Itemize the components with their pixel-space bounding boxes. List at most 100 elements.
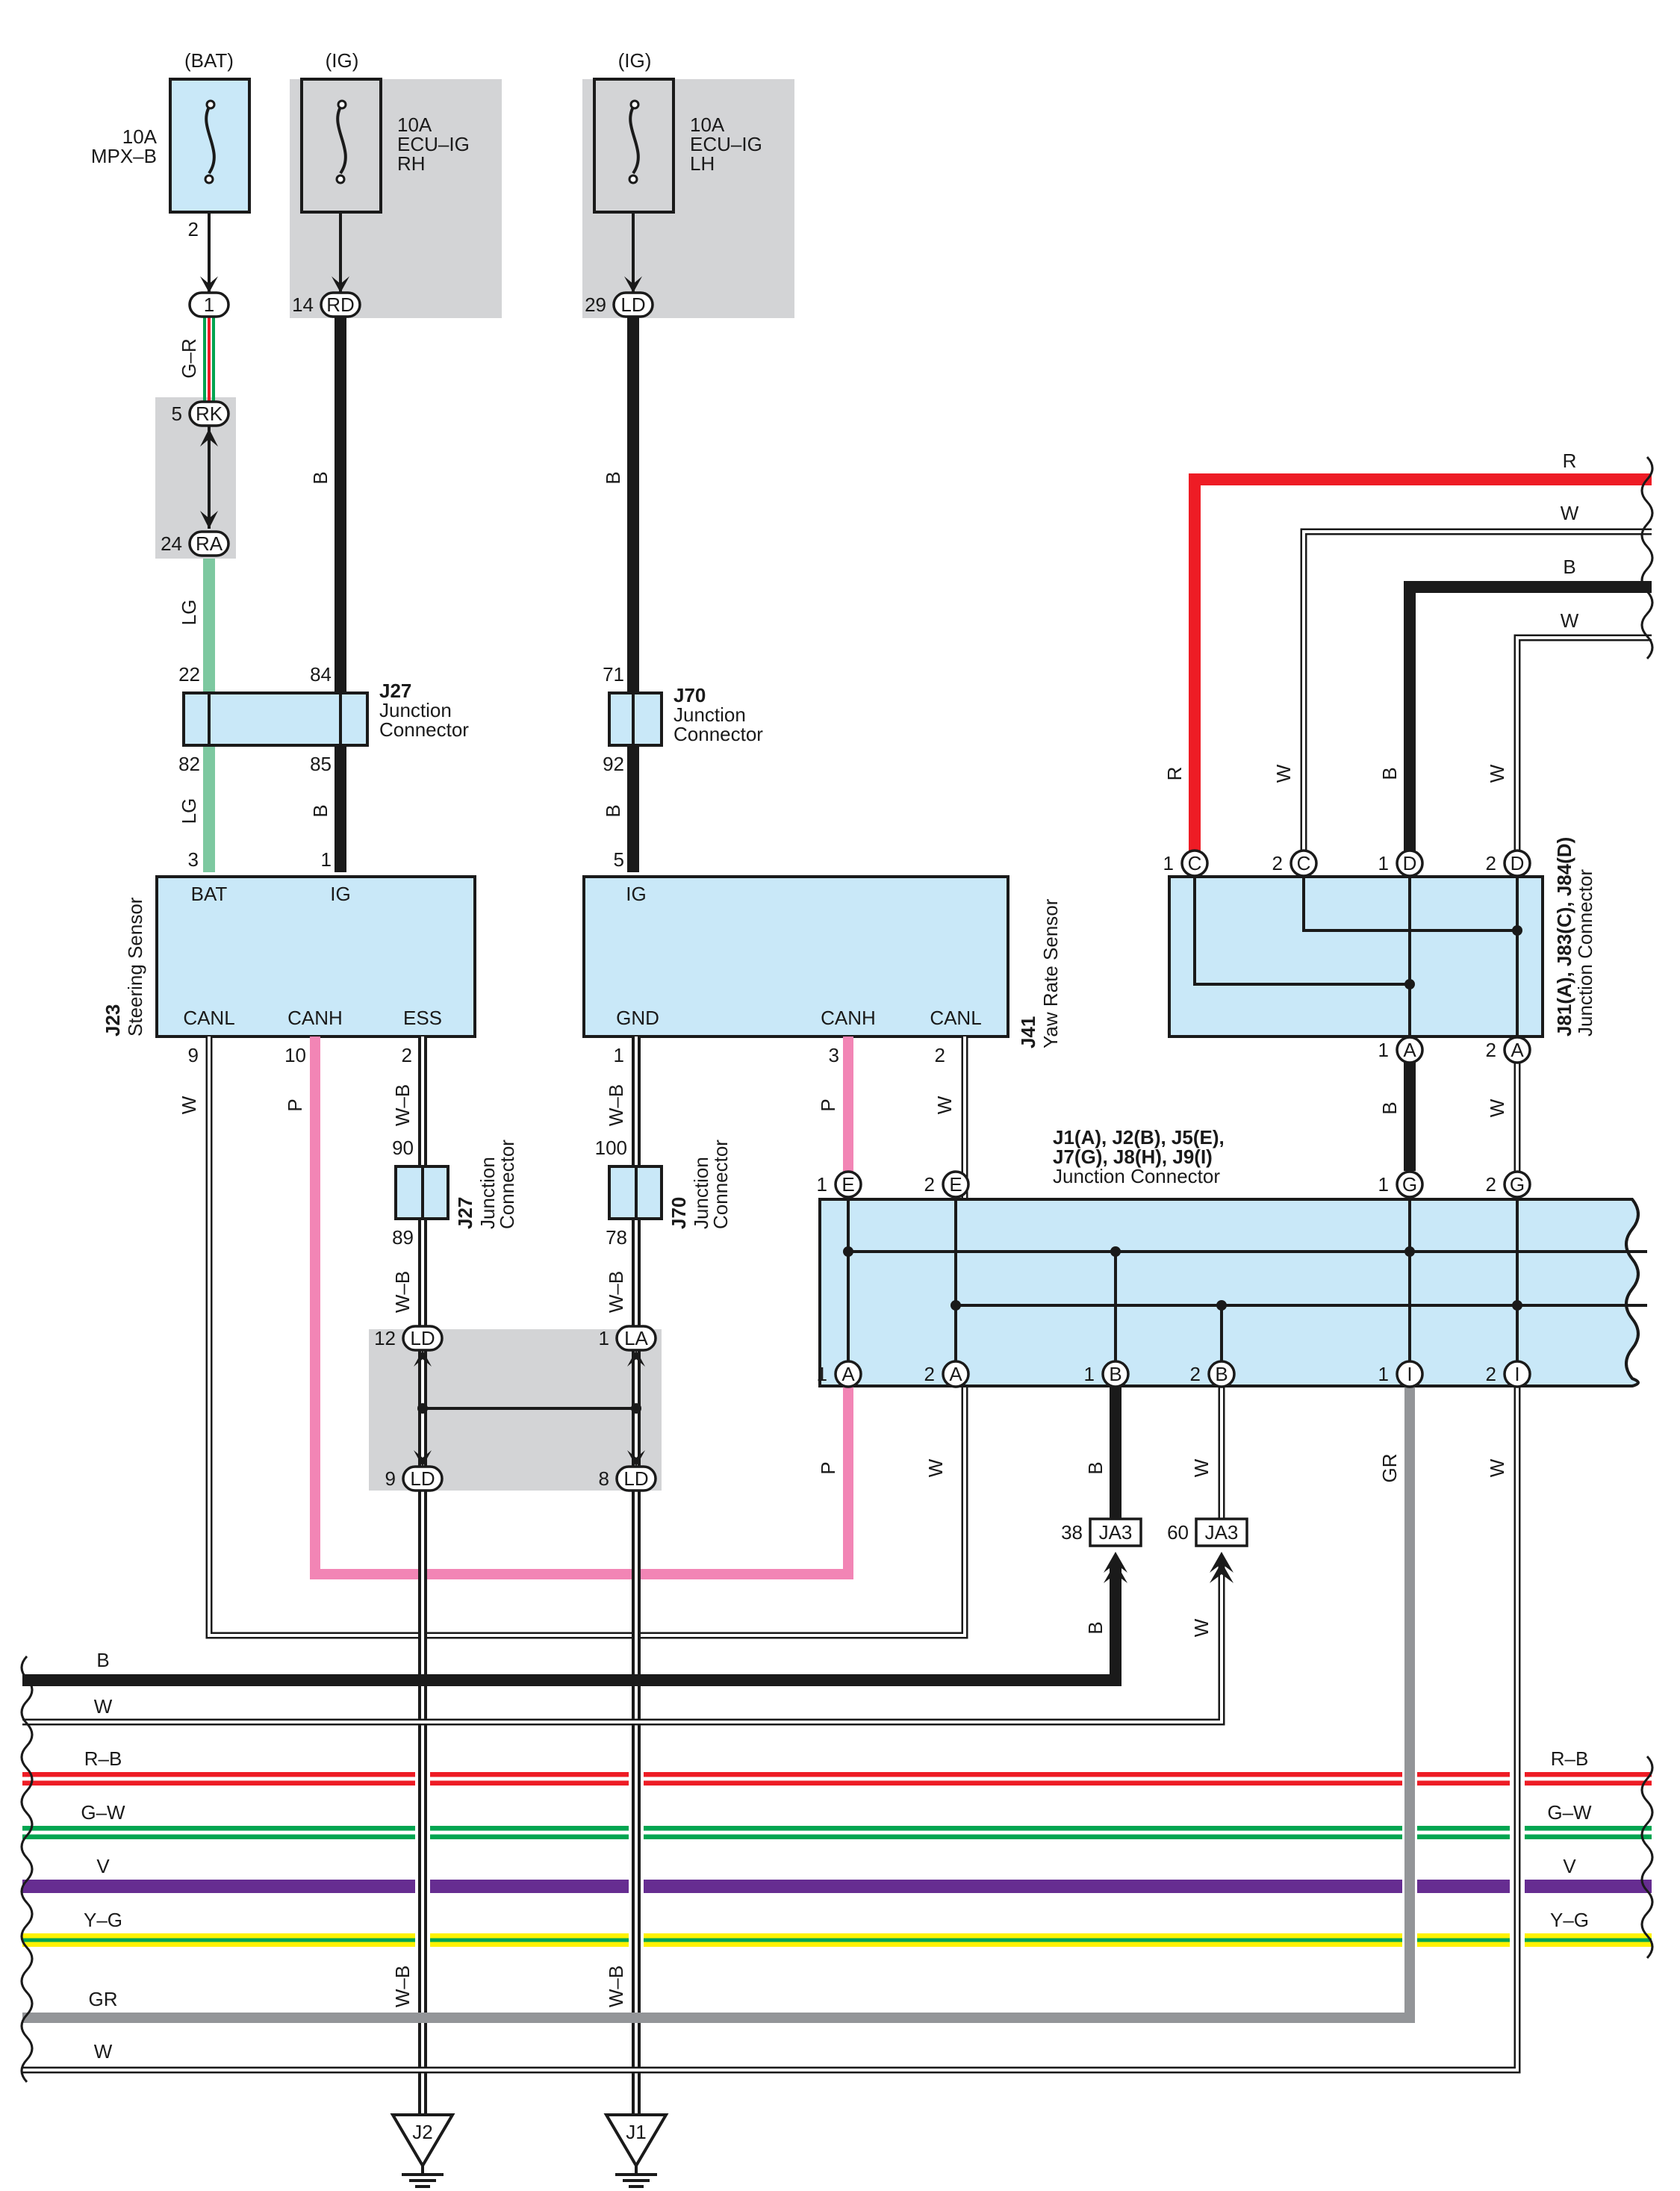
svg-text:29: 29 (585, 293, 606, 316)
fuse-ig-rh-side: RH (397, 152, 426, 175)
svg-text:J70: J70 (673, 684, 706, 706)
svg-text:J1: J1 (626, 2121, 646, 2143)
label-w-j41: W (933, 1096, 956, 1114)
label-w-a2: W (1486, 1098, 1508, 1117)
label-w-canl: W (178, 1096, 200, 1114)
svg-text:1: 1 (1378, 1363, 1389, 1385)
svg-text:71: 71 (603, 663, 624, 686)
svg-text:J2: J2 (412, 2121, 432, 2143)
j81-pin-a1: A1 (1378, 1036, 1424, 1064)
j1-pin-e1: E1 (817, 1170, 862, 1199)
connector-ld-top: LD 29 (585, 291, 654, 318)
fuse-bat-source: (BAT) (184, 49, 234, 72)
svg-text:Connector: Connector (709, 1140, 732, 1229)
j23-steering-sensor: BAT IG CANL CANH ESS 3 1 9 10 2 J23 Stee… (102, 848, 476, 1066)
svg-text:24: 24 (161, 532, 182, 555)
wire-w-bus-1 (22, 1564, 1225, 1726)
label-bus-w-1: W (94, 1695, 113, 1718)
label-w-b-1: W–B (391, 1084, 414, 1126)
svg-text:2: 2 (924, 1173, 935, 1196)
svg-text:J81(A), J83(C), J84(D): J81(A), J83(C), J84(D) (1553, 837, 1575, 1037)
svg-text:A: A (1511, 1039, 1524, 1061)
fuse-ig-lh-rating: 10A (690, 114, 725, 136)
svg-text:C: C (1188, 852, 1202, 874)
label-gr-j1: GR (1378, 1454, 1401, 1483)
fuse-ig-rh-name: ECU–IG (397, 133, 470, 155)
svg-text:2: 2 (402, 1044, 412, 1066)
svg-text:1: 1 (321, 848, 332, 871)
label-r-top: R (1563, 450, 1577, 472)
svg-text:A: A (949, 1363, 962, 1385)
label-p-canh: P (284, 1098, 306, 1111)
j81-pin-c1: C1 (1163, 849, 1209, 877)
label-w-b-2: W–B (391, 1271, 414, 1313)
j1-pin-b2: B2 (1190, 1360, 1236, 1388)
j1-pin-e2: E2 (924, 1170, 970, 1199)
svg-text:85: 85 (310, 753, 332, 775)
wire-gr (22, 1379, 1415, 2023)
svg-text:2: 2 (1190, 1363, 1201, 1385)
svg-text:A: A (841, 1363, 855, 1385)
svg-text:12: 12 (374, 1327, 396, 1349)
svg-text:CANH: CANH (287, 1007, 343, 1029)
j81-pin-d1: D1 (1378, 849, 1424, 877)
label-p-j1: P (817, 1461, 839, 1474)
label-r-vert: R (1163, 767, 1186, 781)
svg-text:22: 22 (178, 663, 200, 686)
svg-text:1: 1 (1378, 1039, 1389, 1061)
svg-text:CANL: CANL (930, 1007, 981, 1029)
label-b-j1-b1: B (1084, 1461, 1107, 1474)
label-bus-v-left: V (96, 1855, 110, 1877)
svg-text:E: E (841, 1173, 854, 1196)
svg-text:Junction: Junction (379, 699, 452, 721)
label-w-top-1: W (1561, 502, 1579, 524)
label-w-b-4: W–B (605, 1271, 627, 1313)
label-w-j1-b2: W (1190, 1458, 1213, 1477)
connector-ld8: LD 8 (599, 1465, 657, 1492)
svg-text:60: 60 (1167, 1521, 1189, 1544)
label-b-lh-2: B (602, 804, 624, 817)
label-b-lh-1: B (602, 471, 624, 484)
svg-text:LD: LD (620, 293, 645, 316)
svg-text:RA: RA (196, 532, 223, 555)
svg-text:J1(A), J2(B), J5(E),: J1(A), J2(B), J5(E), (1053, 1126, 1225, 1149)
svg-text:9: 9 (188, 1044, 199, 1066)
label-bus-v-right: V (1563, 1855, 1576, 1877)
label-w-top-2: W (1561, 609, 1579, 632)
label-b-rh-1: B (309, 471, 332, 484)
svg-text:90: 90 (392, 1137, 414, 1159)
j70-top-junction: 71 92 J70 Junction Connector (603, 663, 763, 775)
fuse-ig-lh: (IG) 10A ECU–IG LH (593, 49, 762, 214)
ground-j1: J1 (603, 2113, 669, 2188)
connector-ja3-60: JA3 60 (1167, 1517, 1248, 1547)
svg-text:9: 9 (385, 1467, 396, 1490)
j81-junction-connector: J81(A), J83(C), J84(D) Junction Connecto… (1168, 837, 1596, 1038)
fuse-bat-name: MPX–B (91, 145, 157, 167)
svg-text:C: C (1297, 852, 1311, 874)
svg-text:I: I (1514, 1363, 1519, 1385)
label-bus-r-b-right: R–B (1551, 1747, 1589, 1770)
label-w-b-6: W–B (605, 1965, 627, 2007)
j1-pin-a1: A1 (817, 1360, 862, 1388)
svg-text:Connector: Connector (379, 718, 469, 741)
svg-text:2: 2 (924, 1363, 935, 1385)
svg-text:1: 1 (1378, 1173, 1389, 1196)
label-w-j1-i2: W (1486, 1458, 1508, 1477)
j41-yaw-rate-sensor: IG GND CANH CANL 5 1 3 2 J41 Yaw Rate Se… (582, 848, 1062, 1066)
j1-pin-g2: G2 (1486, 1170, 1531, 1199)
svg-text:8: 8 (599, 1467, 609, 1490)
j70-mid-junction: 100 78 J70 Junction Connector (595, 1137, 732, 1249)
fuse-ig-rh-source: (IG) (326, 49, 359, 72)
svg-text:1: 1 (1084, 1363, 1095, 1385)
label-w-b-3: W–B (605, 1084, 627, 1126)
j1-pin-b1: B1 (1084, 1360, 1130, 1388)
svg-text:5: 5 (614, 848, 624, 871)
svg-text:J70: J70 (668, 1197, 690, 1229)
wire-r (1189, 473, 1652, 862)
svg-text:Junction: Junction (673, 703, 746, 726)
label-bus-y-g-left: Y–G (84, 1909, 122, 1931)
label-bus-g-w-left: G–W (81, 1801, 125, 1824)
fuse-bat-pin: 2 (188, 218, 199, 240)
fuse-bat-rating: 10A (122, 125, 158, 148)
